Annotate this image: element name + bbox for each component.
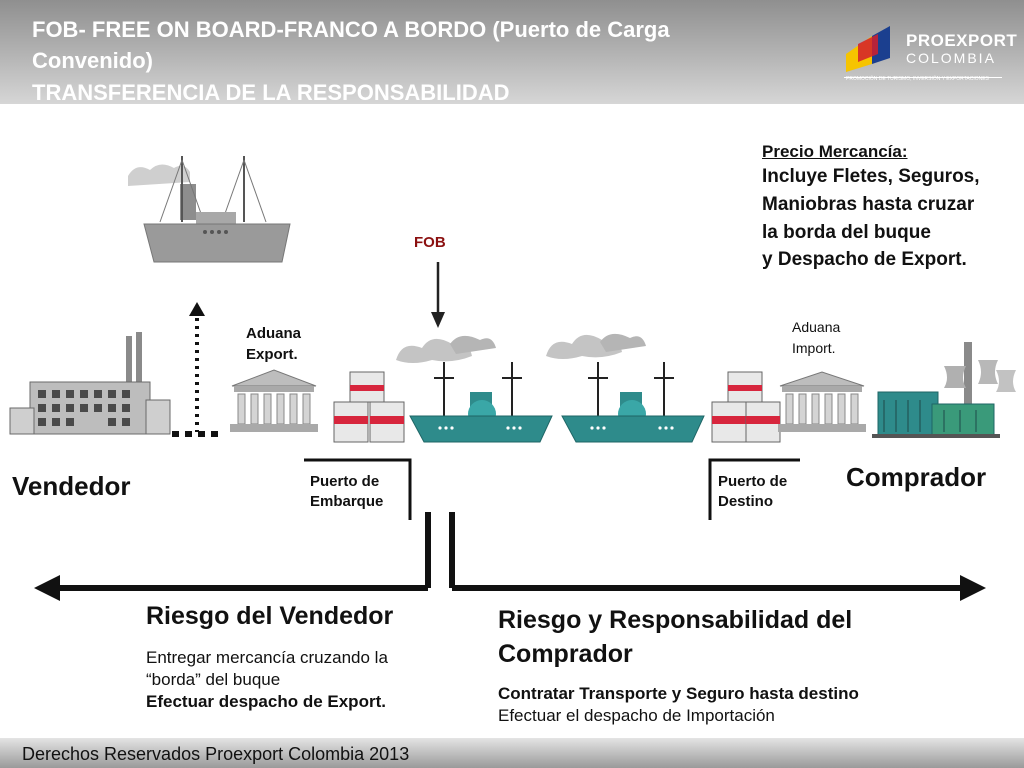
port-destination-bracket: [708, 458, 800, 520]
seller-label: Vendedor: [12, 471, 131, 501]
price-note-line3: la borda del buque: [762, 222, 931, 243]
proexport-logo-mark: [844, 26, 1002, 78]
seller-risk-title: Riesgo del Vendedor: [146, 602, 394, 630]
logo-name: PROEXPORT: [906, 31, 1018, 50]
price-note-line2: Maniobras hasta cruzar: [762, 194, 975, 215]
fob-label: FOB: [414, 234, 446, 251]
buyer-risk-title-line1: Riesgo y Responsabilidad del: [498, 606, 853, 634]
buyer-label: Comprador: [846, 462, 987, 492]
teal-ship-origin-icon: [396, 335, 553, 443]
buyer-risk-line2: Efectuar el despacho de Importación: [498, 706, 775, 725]
proexport-logo: [838, 14, 1008, 86]
port-origin-label-line2: Embarque: [310, 493, 384, 510]
logo-country: COLOMBIA: [906, 50, 996, 66]
customs-export-label-line1: Aduana: [246, 325, 302, 342]
customs-import-label-line2: Import.: [792, 340, 836, 356]
buyer-risk-line1: Contratar Transporte y Seguro hasta dest…: [498, 684, 859, 703]
seller-risk-line3: Efectuar despacho de Export.: [146, 692, 386, 711]
customs-import-label-line1: Aduana: [792, 319, 841, 335]
customs-import-building-icon: [778, 371, 866, 432]
factory-icon: [9, 332, 171, 435]
cargo-boxes-origin-icon: [333, 371, 405, 443]
slide-title-line3: TRANSFERENCIA DE LA RESPONSABILIDAD: [32, 80, 510, 105]
cargo-boxes-destination-icon: [711, 371, 781, 443]
seller-risk-line2: “borda” del buque: [146, 670, 281, 689]
customs-export-label-line2: Export.: [246, 346, 298, 363]
customs-export-building-icon: [230, 369, 318, 432]
power-plant-icon: [872, 342, 1016, 438]
seller-risk-arrow-icon: [34, 575, 428, 601]
footer-bar: Derechos Reservados Proexport Colombia 2…: [0, 738, 1024, 768]
slide-title-line1: FOB- FREE ON BOARD-FRANCO A BORDO (Puert…: [32, 17, 670, 42]
buyer-risk-arrow-icon: [452, 575, 986, 601]
seller-risk-line1: Entregar mercancía cruzando la: [146, 648, 388, 667]
price-note-heading: Precio Mercancía:: [762, 142, 908, 161]
logo-tagline: PROMOCIÓN DE TURISMO, INVERSIÓN Y EXPORT…: [846, 76, 989, 82]
fob-arrow-down-icon: [431, 262, 445, 328]
gray-ship-icon: [128, 156, 291, 263]
port-destination-label-line2: Destino: [718, 493, 774, 510]
price-note-line1: Incluye Fletes, Seguros,: [762, 166, 980, 187]
port-origin-bracket: [304, 458, 412, 520]
buyer-risk-title-line2: Comprador: [498, 640, 633, 668]
teal-ship-destination-icon: [546, 333, 705, 443]
port-destination-label-line1: Puerto de: [718, 473, 788, 490]
copyright-text: Derechos Reservados Proexport Colombia 2…: [22, 744, 410, 764]
port-origin-label-line1: Puerto de: [310, 473, 380, 490]
risk-transfer-divider: [425, 512, 455, 588]
slide-title-line2: Convenido): [32, 48, 153, 73]
dotted-arrow-up-icon: [172, 302, 218, 437]
price-note-line4: y Despacho de Export.: [762, 249, 967, 270]
